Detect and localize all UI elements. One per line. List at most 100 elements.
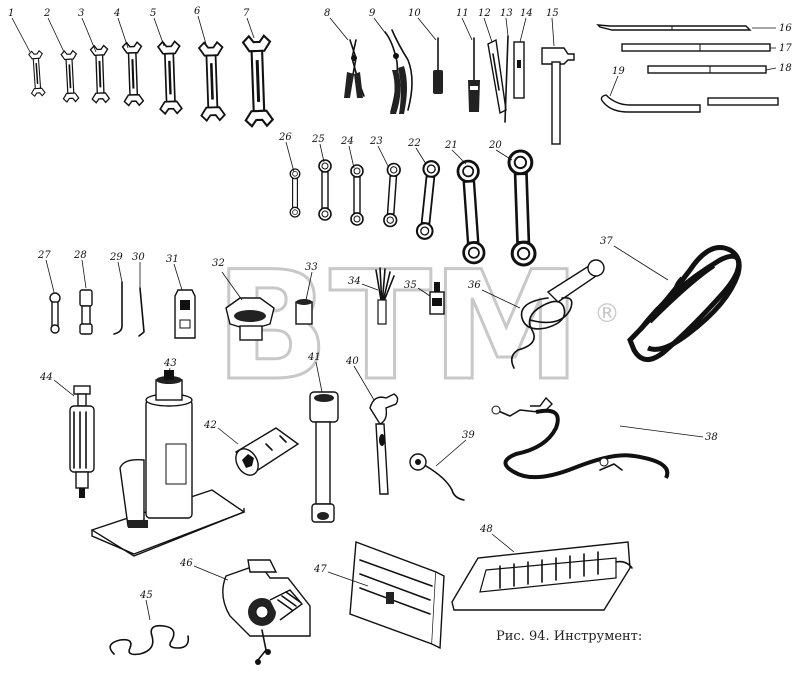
tool-23-ring-wrench xyxy=(382,162,402,228)
tool-38-tire-hose xyxy=(491,396,670,480)
callout-42: 42 xyxy=(203,420,217,431)
tool-3-open-end-wrench xyxy=(89,44,111,104)
watermark-text: BTM xyxy=(215,240,581,414)
tool-9-pliers xyxy=(384,29,413,114)
tool-48-tool-roll xyxy=(451,541,633,611)
tool-16-rod xyxy=(596,24,752,31)
tool-8-pliers xyxy=(344,39,365,98)
tool-44-grease-gun xyxy=(69,385,95,498)
tool-39-gauge xyxy=(409,453,465,501)
tool-34-feeler-gauge xyxy=(375,267,395,325)
tool-28-socket-wrench xyxy=(79,289,93,335)
callout-48: 48 xyxy=(479,524,493,535)
callout-36: 36 xyxy=(468,280,481,291)
callout-14: 14 xyxy=(520,8,533,19)
tool-14-chisel xyxy=(513,41,525,99)
callouts: 1 2 3 4 5 6 7 8 9 10 11 12 13 14 15 16 1… xyxy=(8,6,792,621)
callout-28: 28 xyxy=(73,250,87,261)
tool-6-open-end-wrench xyxy=(197,41,226,122)
callout-5: 5 xyxy=(150,8,156,19)
tool-20-ring-wrench xyxy=(507,149,537,267)
callout-23: 23 xyxy=(369,136,383,147)
callout-32: 32 xyxy=(212,258,225,269)
callout-34: 34 xyxy=(348,276,361,287)
callout-27: 27 xyxy=(37,250,51,261)
tool-11-screwdriver xyxy=(468,37,480,112)
watermark: BTM ® xyxy=(214,239,621,416)
callout-1: 1 xyxy=(8,8,14,19)
callout-45: 45 xyxy=(139,590,153,601)
tool-12-file xyxy=(487,38,507,115)
figure-caption: Рис. 94. Инструмент: xyxy=(496,629,642,644)
callout-16: 16 xyxy=(779,23,792,34)
callout-22: 22 xyxy=(407,138,421,149)
callout-18: 18 xyxy=(779,63,792,74)
tool-1-open-end-wrench xyxy=(28,50,46,97)
callout-41: 41 xyxy=(307,352,321,363)
callout-44: 44 xyxy=(39,372,53,383)
callout-43: 43 xyxy=(163,358,177,369)
tool-42-spark-plug-socket xyxy=(234,427,300,476)
callout-21: 21 xyxy=(444,140,458,151)
tool-18-rod xyxy=(647,65,767,74)
callout-6: 6 xyxy=(194,6,201,17)
tool-22-ring-wrench xyxy=(415,159,441,241)
tool-15-hammer xyxy=(541,47,575,145)
tool-33-socket xyxy=(295,299,313,325)
callout-37: 37 xyxy=(600,236,613,247)
tool-4-open-end-wrench xyxy=(121,41,145,107)
tool-41-wheel-wrench xyxy=(309,391,339,523)
tool-30-hex-key xyxy=(138,287,145,337)
callout-2: 2 xyxy=(43,8,50,19)
tool-17-rod xyxy=(621,43,771,52)
callout-4: 4 xyxy=(113,8,120,19)
tool-5-open-end-wrench xyxy=(157,40,183,115)
tool-35-oil-can xyxy=(429,282,445,315)
tool-40-adjustable-wrench xyxy=(369,393,399,495)
tool-13-pin xyxy=(504,35,509,123)
tool-36-lamp-cable xyxy=(510,259,605,369)
tool-43-hydraulic-jack xyxy=(90,370,246,557)
callout-40: 40 xyxy=(345,356,359,367)
tool-2-open-end-wrench xyxy=(60,49,80,103)
callout-38: 38 xyxy=(705,432,718,443)
callout-30: 30 xyxy=(132,252,145,263)
callout-33: 33 xyxy=(305,262,318,273)
tool-26-ring-wrench xyxy=(289,168,301,218)
callout-9: 9 xyxy=(369,8,376,19)
tool-29-hex-key xyxy=(113,281,123,335)
tool-10-screwdriver xyxy=(433,37,443,94)
tool-46-pump xyxy=(222,559,311,665)
callout-24: 24 xyxy=(340,136,354,147)
tool-32-cap-wrench xyxy=(221,271,275,341)
callout-17: 17 xyxy=(779,43,792,54)
callout-31: 31 xyxy=(166,254,179,265)
callout-19: 19 xyxy=(612,66,625,77)
callout-26: 26 xyxy=(278,132,292,143)
tool-19-pry-bar xyxy=(600,94,779,113)
callout-20: 20 xyxy=(488,140,502,151)
callout-25: 25 xyxy=(311,134,325,145)
tool-31-box-socket xyxy=(174,289,196,339)
callout-11: 11 xyxy=(456,8,469,19)
registered-mark: ® xyxy=(594,299,620,329)
callout-10: 10 xyxy=(408,8,421,19)
callout-46: 46 xyxy=(179,558,193,569)
callout-13: 13 xyxy=(500,8,513,19)
callout-7: 7 xyxy=(243,8,250,19)
callout-8: 8 xyxy=(324,8,330,19)
tool-45-wire xyxy=(109,624,190,656)
callout-47: 47 xyxy=(313,564,327,575)
open-end-wrenches xyxy=(28,34,275,128)
callout-39: 39 xyxy=(462,430,475,441)
tool-37-hose xyxy=(627,245,742,362)
callout-12: 12 xyxy=(478,8,491,19)
tool-47-tool-bag xyxy=(349,541,445,650)
callout-29: 29 xyxy=(109,252,123,263)
callout-35: 35 xyxy=(404,280,417,291)
tool-25-ring-wrench xyxy=(318,159,332,221)
tool-27-socket-wrench xyxy=(49,292,61,334)
callout-3: 3 xyxy=(78,8,84,19)
callout-15: 15 xyxy=(546,8,559,19)
